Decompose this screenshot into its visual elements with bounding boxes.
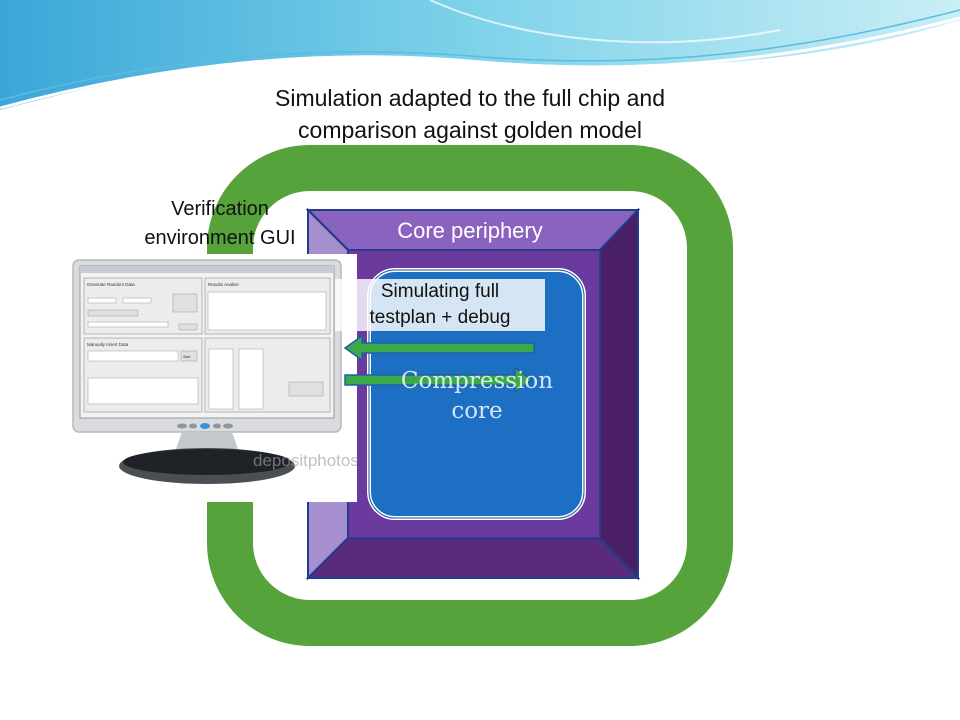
monitor-gui-image: Generate Random Data Results Analize Man… (67, 254, 359, 502)
arrow-left-icon (343, 334, 535, 362)
title-line-2: comparison against golden model (298, 117, 642, 143)
sim-label-line-1: Simulating full (380, 281, 500, 302)
page-title: Simulation adapted to the full chip and … (160, 82, 780, 146)
core-periphery-label: Core periphery (397, 218, 543, 243)
title-line-1: Simulation adapted to the full chip and (275, 85, 665, 111)
header-wave (0, 0, 960, 110)
monitor-icon: Generate Random Data Results Analize Man… (67, 254, 359, 502)
sim-label-line-2: testplan + debug (369, 307, 511, 328)
core-label-line-1: Compression (400, 368, 554, 394)
gui-button-label: Start (183, 355, 190, 359)
simulation-label: Simulating full testplan + debug (335, 279, 545, 331)
core-label-line-2: core (451, 398, 503, 424)
gui-label-line-1: Verification (171, 198, 269, 220)
verification-gui-label: Verification environment GUI (100, 195, 340, 253)
gui-left-title: Generate Random Data (87, 282, 135, 287)
watermark-text: depositphotos (253, 451, 357, 470)
arrow-right-icon (344, 366, 534, 394)
gui-right-title: Results Analize (208, 282, 239, 287)
gui-label-line-2: environment GUI (144, 227, 296, 249)
gui-insert-title: Manually Insert Data (87, 342, 129, 347)
compression-core-label: Compression core (382, 366, 572, 426)
